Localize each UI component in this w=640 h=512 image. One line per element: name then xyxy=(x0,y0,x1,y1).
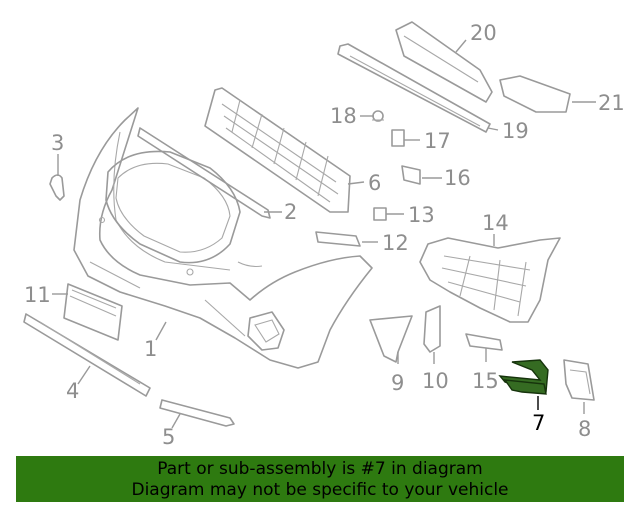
callout-18: 18 xyxy=(330,104,357,128)
part-2-trim-strip xyxy=(137,127,271,219)
part-5-moulding xyxy=(159,399,235,427)
callout-21: 21 xyxy=(598,91,625,115)
part-17-small-clip xyxy=(391,129,405,147)
callout-3: 3 xyxy=(51,131,64,155)
part-8-corner-bracket xyxy=(563,359,595,401)
part-20-upper-bracket xyxy=(395,21,493,103)
info-banner: Part or sub-assembly is #7 in diagram Di… xyxy=(16,456,624,502)
part-6-grille-mesh xyxy=(204,87,351,213)
callout-19: 19 xyxy=(502,119,529,143)
part-13-clip xyxy=(373,207,387,221)
callout-11: 11 xyxy=(24,283,51,307)
part-1-bumper-cover xyxy=(73,107,373,369)
part-15-lower-bracket xyxy=(465,333,503,351)
callout-13: 13 xyxy=(408,203,435,227)
callout-16: 16 xyxy=(444,166,471,190)
callout-2: 2 xyxy=(284,200,297,224)
part-9-air-duct xyxy=(369,315,413,363)
part-11-license-plate-bracket xyxy=(63,283,123,341)
part-14-side-bracket xyxy=(419,237,561,323)
part-4-lower-strip xyxy=(23,313,151,397)
callout-1: 1 xyxy=(144,337,157,361)
part-12-bracket xyxy=(315,231,361,247)
callout-20: 20 xyxy=(470,21,497,45)
callout-12: 12 xyxy=(382,231,409,255)
grille-opening xyxy=(105,150,241,264)
banner-line-2: Diagram may not be specific to your vehi… xyxy=(131,480,509,500)
callout-8: 8 xyxy=(578,417,591,441)
callout-10: 10 xyxy=(422,369,449,393)
callout-17: 17 xyxy=(424,129,451,153)
part-10-vertical-bracket xyxy=(423,305,441,353)
part-3-bracket xyxy=(49,174,65,201)
leader-lines xyxy=(52,39,596,429)
callout-5: 5 xyxy=(162,425,175,449)
banner-line-1: Part or sub-assembly is #7 in diagram xyxy=(157,459,483,479)
callout-15: 15 xyxy=(472,369,499,393)
callout-9: 9 xyxy=(391,371,404,395)
part-16-clip-bracket xyxy=(401,165,421,185)
callout-14: 14 xyxy=(482,211,509,235)
part-19-impact-bar xyxy=(337,43,491,133)
part-21-side-guide xyxy=(499,75,571,113)
callout-4: 4 xyxy=(66,379,79,403)
callout-6: 6 xyxy=(368,171,381,195)
callout-7: 7 xyxy=(532,411,545,435)
part-7-grille-insert xyxy=(498,359,549,395)
